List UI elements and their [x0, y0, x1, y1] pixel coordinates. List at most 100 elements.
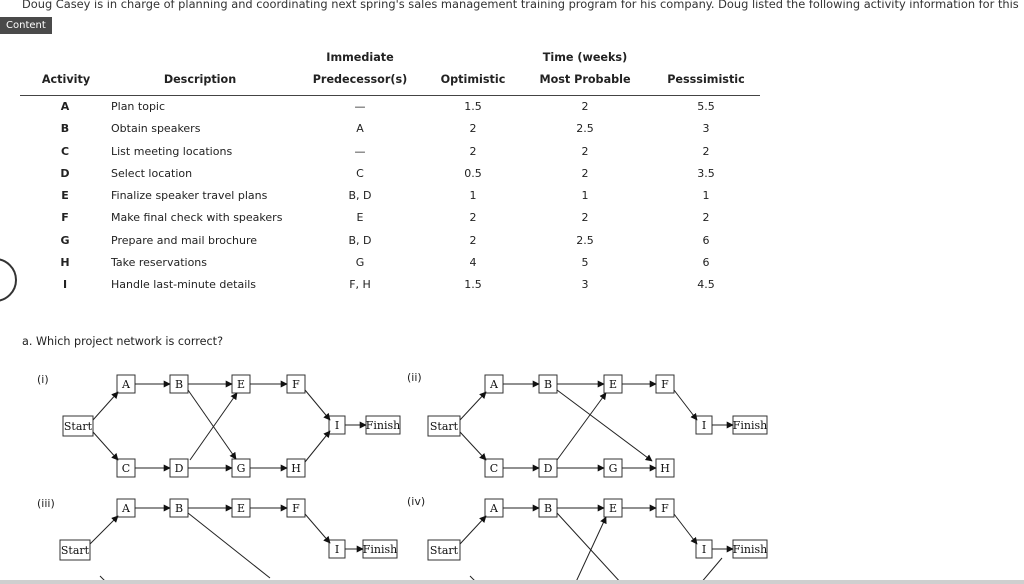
cell-predecessors: —: [354, 144, 366, 158]
precedence-arrow: [92, 391, 119, 421]
precedence-arrow: [673, 389, 698, 421]
precedence-arrow: [556, 392, 607, 461]
table-row: C List meeting locations — 2 2 2: [20, 142, 760, 164]
activity-table: A Plan topic — 1.5 2 5.5 B Obtain speake…: [20, 97, 760, 298]
cell-activity: H: [60, 256, 70, 270]
table-row: F Make final check with speakers E 2 2 2: [20, 208, 760, 230]
node-f-label: F: [661, 502, 669, 515]
cell-most-probable: 2.5: [576, 122, 594, 136]
node-g-label: G: [609, 462, 618, 475]
cell-activity: I: [62, 278, 68, 292]
cell-description: List meeting locations: [111, 144, 233, 158]
cell-pessimistic: 2: [702, 144, 710, 158]
node-finish-label: Finish: [733, 543, 767, 556]
table-row: I Handle last-minute details F, H 1.5 3 …: [20, 275, 760, 297]
node-finish-label: Finish: [363, 543, 397, 556]
node-i-label: I: [335, 419, 339, 432]
node-i-label: I: [702, 419, 706, 432]
precedence-arrow: [304, 430, 331, 463]
cell-description: Plan topic: [111, 100, 166, 113]
cell-description: Handle last-minute details: [111, 278, 257, 292]
cell-optimistic: 2: [469, 144, 477, 158]
network-label-iii: (iii): [37, 497, 55, 510]
node-b-label: B: [544, 502, 552, 515]
header-activity: Activity: [41, 73, 91, 86]
precedence-arrow: [92, 431, 119, 461]
content-tab[interactable]: Content: [0, 17, 52, 34]
network-label-ii: (ii): [407, 371, 422, 384]
precedence-arrow: [699, 557, 723, 584]
precedence-arrow: [673, 513, 698, 545]
precedence-arrow: [187, 512, 271, 579]
node-d-label: D: [544, 462, 553, 475]
node-i-label: I: [702, 543, 706, 556]
cell-most-probable: 2: [581, 144, 589, 158]
node-start-box: [62, 415, 94, 437]
cell-activity: G: [60, 233, 70, 247]
cell-predecessors: C: [356, 166, 364, 180]
precedence-arrow: [189, 392, 238, 461]
cell-optimistic: 1.5: [464, 278, 482, 292]
node-finish-label: Finish: [733, 419, 767, 432]
node-f-label: F: [661, 378, 669, 391]
cell-activity: A: [60, 100, 70, 113]
cell-pessimistic: 2: [702, 211, 710, 225]
header-predecessors-line1: Immediate: [326, 51, 394, 64]
precedence-arrow: [89, 515, 119, 545]
node-e-label: E: [609, 502, 617, 515]
cell-optimistic: 4: [469, 256, 477, 270]
node-a-label: A: [121, 378, 131, 391]
node-c-label: C: [122, 462, 130, 475]
cell-pessimistic: 5.5: [697, 100, 715, 113]
cell-description: Select location: [111, 166, 193, 180]
cell-pessimistic: 3: [702, 122, 710, 136]
node-d-label: D: [175, 462, 184, 475]
precedence-arrow: [459, 515, 487, 545]
cell-predecessors: —: [354, 100, 366, 113]
header-predecessors-line2: Predecessor(s): [312, 73, 408, 86]
precedence-arrow: [304, 513, 331, 544]
cell-predecessors: B, D: [348, 189, 372, 203]
cell-most-probable: 3: [581, 278, 589, 292]
node-start-box: [59, 539, 91, 561]
node-i-label: I: [335, 543, 339, 556]
cell-optimistic: 0.5: [464, 166, 482, 180]
cell-activity: E: [61, 189, 69, 203]
header-optimistic: Optimistic: [440, 73, 506, 86]
precedence-arrow: [459, 431, 487, 461]
node-h-label: H: [291, 462, 301, 475]
node-a-label: A: [489, 378, 499, 391]
cell-pessimistic: 3.5: [697, 166, 715, 180]
cell-pessimistic: 1: [702, 189, 710, 203]
node-a-label: A: [489, 502, 499, 515]
cell-activity: D: [60, 166, 70, 180]
cell-description: Finalize speaker travel plans: [111, 189, 268, 203]
node-e-label: E: [609, 378, 617, 391]
header-time-weeks: Time (weeks): [542, 51, 628, 64]
node-g-label: G: [237, 462, 246, 475]
cell-pessimistic: 6: [702, 233, 710, 247]
header-most-probable: Most Probable: [539, 73, 631, 86]
cell-pessimistic: 4.5: [697, 278, 715, 292]
problem-statement: Doug Casey is in charge of planning and …: [22, 0, 1022, 11]
cell-description: Prepare and mail brochure: [111, 233, 258, 247]
cell-most-probable: 2: [581, 100, 589, 113]
cell-optimistic: 2: [469, 122, 477, 136]
cell-description: Obtain speakers: [111, 122, 201, 136]
node-e-label: E: [237, 502, 245, 515]
node-start-label: Start: [61, 544, 90, 557]
cell-most-probable: 2.5: [576, 233, 594, 247]
node-start-label: Start: [64, 420, 93, 433]
cell-optimistic: 2: [469, 211, 477, 225]
cell-most-probable: 5: [581, 256, 589, 270]
node-finish-label: Finish: [366, 419, 400, 432]
cell-activity: B: [60, 122, 70, 136]
table-row: H Take reservations G 4 5 6: [20, 253, 760, 275]
node-e-label: E: [237, 378, 245, 391]
network-label-iv: (iv): [407, 495, 425, 508]
node-start-box: [427, 415, 461, 437]
precedence-arrow: [459, 391, 487, 421]
node-start-label: Start: [430, 544, 459, 557]
table-row: B Obtain speakers A 2 2.5 3: [20, 119, 760, 141]
